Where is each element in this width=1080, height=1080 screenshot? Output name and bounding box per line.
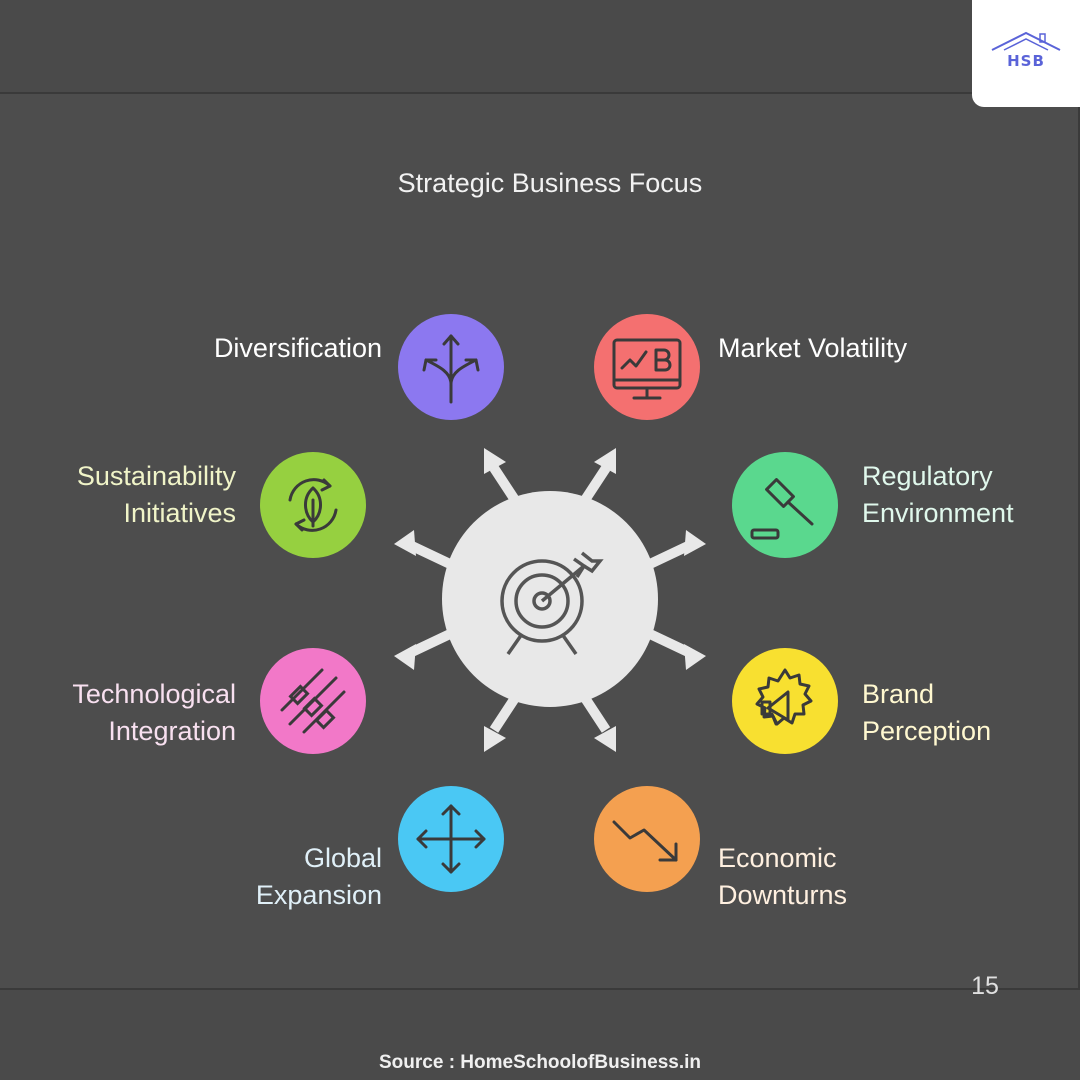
house-roof-icon — [991, 31, 1061, 51]
connectors-icon — [280, 668, 346, 734]
label-market: Market Volatility — [718, 333, 908, 363]
source-credit: Source : HomeSchoolofBusiness.in — [379, 1052, 701, 1073]
market-circle — [594, 314, 700, 420]
page-number: 15 — [971, 972, 999, 1000]
four-way-arrows-icon — [416, 804, 486, 874]
technological-circle — [260, 648, 366, 754]
recycle-leaf-icon — [288, 478, 338, 532]
megaphone-icon — [755, 668, 813, 726]
sustainability-circle — [260, 452, 366, 558]
gavel-icon — [750, 478, 814, 540]
brand-circle — [732, 648, 838, 754]
label-economic: Economic Downturns — [718, 843, 848, 910]
label-regulatory: Regulatory Environment — [862, 461, 1014, 528]
label-brand: Brand Perception — [862, 679, 992, 746]
split-arrows-icon — [422, 334, 480, 404]
monitor-bitcoin-icon — [612, 338, 682, 400]
label-diversification: Diversification — [213, 333, 382, 363]
regulatory-circle — [732, 452, 838, 558]
center-hub — [442, 491, 658, 707]
global-circle — [398, 786, 504, 892]
label-technological: Technological Integration — [72, 679, 236, 746]
target-arrow-icon — [500, 551, 604, 656]
economic-circle — [594, 786, 700, 892]
label-global: Global Expansion — [255, 843, 382, 910]
hsb-logo: HSB — [972, 0, 1080, 107]
logo-text: HSB — [1007, 52, 1045, 70]
diagram-title: Strategic Business Focus — [397, 168, 703, 198]
trend-down-icon — [612, 820, 678, 862]
label-sustainability: Sustainability Initiatives — [76, 461, 236, 528]
diversification-circle — [398, 314, 504, 420]
